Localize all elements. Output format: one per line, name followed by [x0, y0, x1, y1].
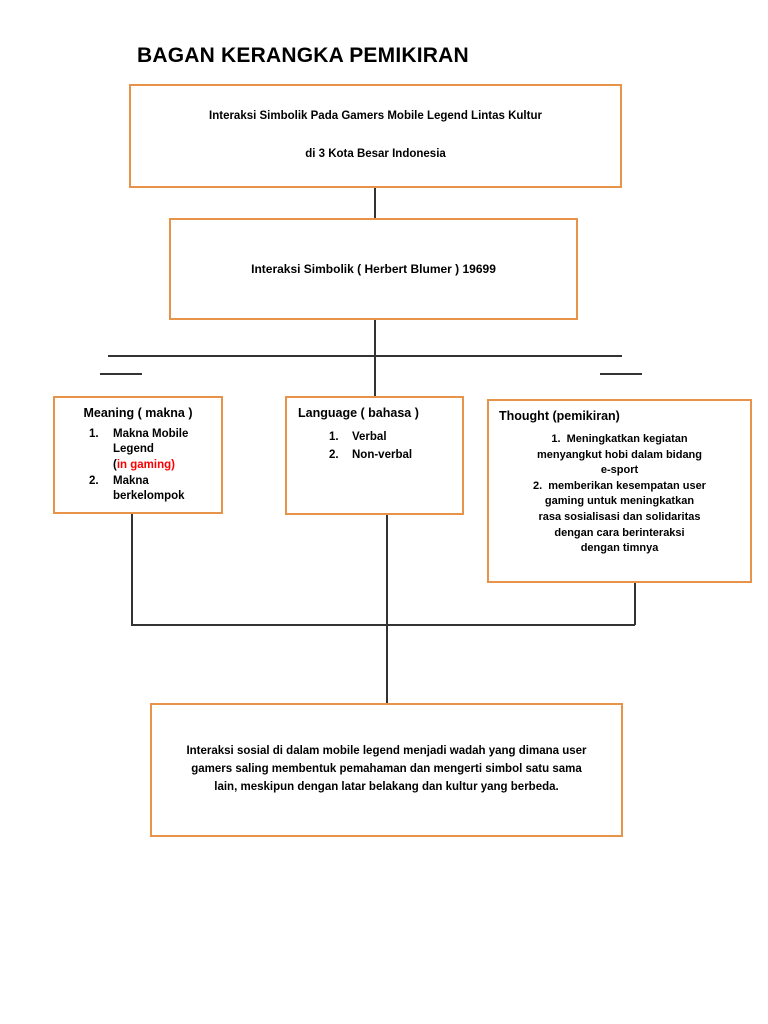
thought-item-2-number: 2.	[533, 479, 543, 492]
node-theory: Interaksi Simbolik ( Herbert Blumer ) 19…	[169, 218, 578, 320]
meaning-heading: Meaning ( makna )	[83, 406, 193, 420]
connector-meaning-down	[131, 514, 133, 625]
meaning-list: Makna Mobile Legend (in gaming) Makna be…	[63, 427, 213, 504]
list-item: Non-verbal	[329, 448, 413, 464]
thought-item-2-line-5: dengan timnya	[580, 542, 659, 555]
meaning-item-2-line-2: berkelompok	[113, 490, 185, 503]
node-meaning: Meaning ( makna ) Makna Mobile Legend (i…	[53, 396, 223, 514]
conclusion-line-1: Interaksi sosial di dalam mobile legend …	[186, 745, 587, 758]
meaning-item-1-line-2: Legend	[113, 443, 154, 456]
node-thought: Thought (pemikiran) 1. Meningkatkan kegia…	[487, 399, 752, 583]
node-conclusion: Interaksi sosial di dalam mobile legend …	[150, 703, 623, 837]
thought-item-1-line-1: Meningkatkan kegiatan	[566, 433, 688, 445]
node-research-topic: Interaksi Simbolik Pada Gamers Mobile Le…	[129, 84, 622, 188]
thought-item-1-line-2: menyangkut hobi dalam bidang	[536, 448, 703, 461]
connector-stub-right	[600, 373, 642, 375]
connector-language-to-conclusion	[386, 515, 388, 703]
thought-item-2-line-3: rasa sosialisasi dan solidaritas	[538, 511, 701, 524]
thought-heading: Thought (pemikiran)	[499, 409, 620, 423]
meaning-item-1-note-open: (	[113, 458, 117, 471]
list-item: Makna Mobile Legend (in gaming)	[89, 427, 213, 473]
connector-theory-stem	[374, 320, 376, 356]
list-item: 1. Meningkatkan kegiatan menyangkut hobi …	[497, 432, 742, 479]
connector-bottom-crossbar	[131, 624, 635, 626]
thought-item-2-line-2: gaming untuk meningkatkan	[544, 495, 695, 508]
meaning-item-1-line-1: Makna Mobile	[113, 428, 189, 440]
connector-stub-left	[100, 373, 142, 375]
meaning-item-2-line-1: Makna	[113, 474, 149, 487]
list-item: 2. memberikan kesempatan user gaming untu…	[497, 479, 742, 557]
thought-item-1-number: 1.	[551, 433, 561, 445]
conclusion-line-3: lain, meskipun dengan latar belakang dan…	[214, 780, 559, 793]
connector-theory-crossbar	[108, 355, 622, 357]
thought-item-2-line-1: memberikan kesempatan user	[548, 479, 706, 492]
connector-crossbar-to-language	[374, 355, 376, 396]
list-item: Makna berkelompok	[89, 474, 213, 505]
research-topic-line-2: di 3 Kota Besar Indonesia	[305, 148, 446, 160]
language-list: Verbal Non-verbal	[295, 430, 454, 464]
connector-topic-to-theory	[374, 188, 376, 218]
conclusion-line-2: gamers saling membentuk pemahaman dan me…	[191, 763, 582, 776]
thought-list: 1. Meningkatkan kegiatan menyangkut hobi …	[497, 432, 742, 557]
meaning-item-1-note-close: )	[171, 458, 175, 471]
thought-item-2-line-4: dengan cara berinteraksi	[554, 526, 685, 539]
connector-thought-down	[634, 583, 636, 625]
meaning-item-1-note: in gaming	[116, 458, 172, 471]
page-title: BAGAN KERANGKA PEMIKIRAN	[137, 44, 469, 67]
theory-label: Interaksi Simbolik ( Herbert Blumer ) 19…	[251, 261, 496, 276]
research-topic-line-1: Interaksi Simbolik Pada Gamers Mobile Le…	[209, 110, 542, 123]
list-item: Verbal	[329, 430, 387, 446]
node-language: Language ( bahasa ) Verbal Non-verbal	[285, 396, 464, 515]
thought-item-1-line-3: e-sport	[600, 464, 639, 477]
language-heading: Language ( bahasa )	[298, 406, 419, 420]
